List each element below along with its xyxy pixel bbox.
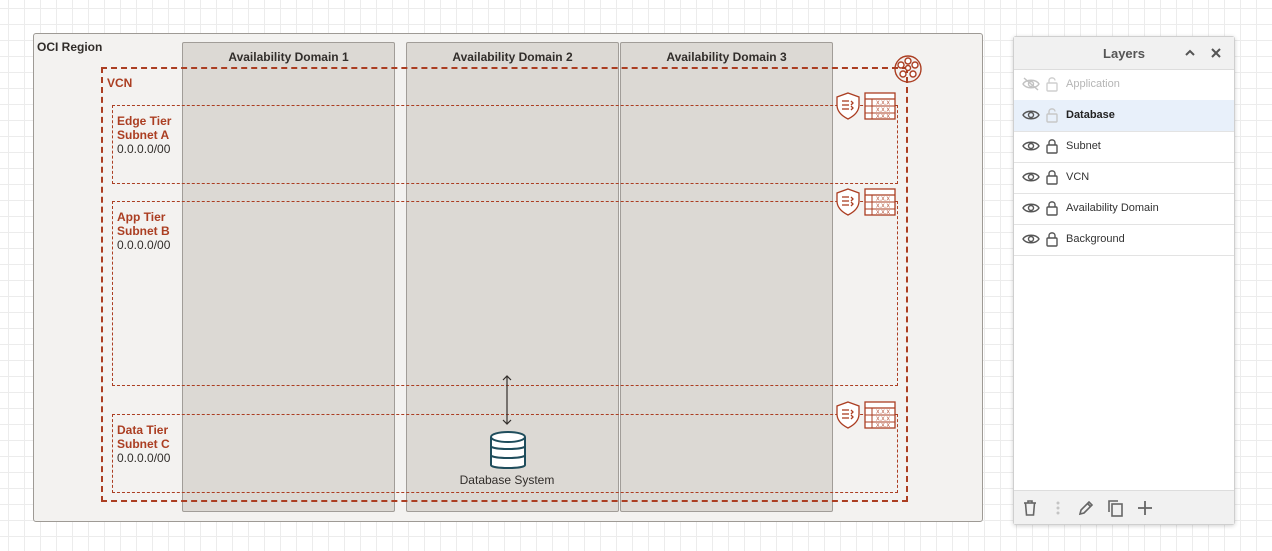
route-table-icon: X.X.X X.X.X X.X.X bbox=[864, 92, 896, 120]
add-icon[interactable] bbox=[1135, 498, 1155, 518]
subnet-name-line2: Subnet C bbox=[117, 437, 170, 451]
edit-icon[interactable] bbox=[1076, 498, 1096, 518]
availability-domain-2-label: Availability Domain 2 bbox=[452, 50, 573, 64]
layers-panel: Layers Application bbox=[1013, 36, 1235, 525]
route-table-text: X.X.X bbox=[876, 410, 890, 416]
availability-domain-3-label: Availability Domain 3 bbox=[666, 50, 787, 64]
availability-domain-1-label: Availability Domain 1 bbox=[228, 50, 349, 64]
subnet-name-line1: Data Tier bbox=[117, 423, 169, 437]
route-table-text: X.X.X bbox=[876, 204, 890, 210]
subnet-data-tier-text: Data Tier Subnet C 0.0.0.0/00 bbox=[117, 423, 170, 465]
subnet-edge-tier[interactable] bbox=[112, 105, 898, 184]
route-table-text: X.X.X bbox=[876, 108, 890, 114]
database-icon[interactable] bbox=[489, 430, 527, 472]
vcn-container[interactable] bbox=[101, 67, 908, 502]
oci-region-label: OCI Region bbox=[37, 40, 103, 54]
availability-domain-3[interactable]: Availability Domain 3 bbox=[620, 42, 833, 512]
subnet-cidr: 0.0.0.0/00 bbox=[117, 142, 171, 156]
route-table-text: X.X.X bbox=[876, 197, 890, 203]
unlock-icon[interactable] bbox=[1045, 76, 1059, 92]
route-table-text: X.X.X bbox=[876, 114, 890, 120]
duplicate-icon[interactable] bbox=[1105, 498, 1125, 518]
layer-row-subnet[interactable]: Subnet bbox=[1014, 131, 1234, 163]
eye-icon[interactable] bbox=[1022, 138, 1040, 154]
vcn-label: VCN bbox=[107, 76, 133, 90]
database-system-label: Database System bbox=[459, 473, 555, 487]
security-list-icon bbox=[836, 188, 860, 216]
close-icon[interactable] bbox=[1208, 45, 1224, 61]
layer-row-background[interactable]: Background bbox=[1014, 224, 1234, 256]
vcn-icon bbox=[893, 54, 923, 84]
bidirectional-arrow-icon[interactable] bbox=[500, 374, 514, 426]
subnet-edge-tier-text: Edge Tier Subnet A 0.0.0.0/00 bbox=[117, 114, 171, 156]
lock-icon[interactable] bbox=[1045, 200, 1059, 216]
subnet-cidr: 0.0.0.0/00 bbox=[117, 238, 171, 252]
layer-row-availability-domain[interactable]: Availability Domain bbox=[1014, 193, 1234, 225]
layer-row-application[interactable]: Application bbox=[1014, 69, 1234, 101]
layer-name: Application bbox=[1066, 78, 1120, 90]
trash-icon[interactable] bbox=[1020, 498, 1040, 518]
collapse-icon[interactable] bbox=[1182, 45, 1198, 61]
subnet-name-line1: Edge Tier bbox=[117, 114, 172, 128]
route-table-text: X.X.X bbox=[876, 101, 890, 107]
more-icon[interactable] bbox=[1048, 498, 1068, 518]
subnet-name-line2: Subnet A bbox=[117, 128, 170, 142]
security-list-icon bbox=[836, 401, 860, 429]
layer-name: VCN bbox=[1066, 171, 1090, 183]
layers-footer bbox=[1014, 490, 1234, 524]
layer-name: Availability Domain bbox=[1066, 202, 1159, 214]
eye-icon[interactable] bbox=[1022, 231, 1040, 247]
security-list-icon bbox=[836, 92, 860, 120]
eye-icon[interactable] bbox=[1022, 107, 1040, 123]
route-table-text: X.X.X bbox=[876, 210, 890, 216]
layer-name: Subnet bbox=[1066, 140, 1101, 152]
layer-row-database[interactable]: Database bbox=[1014, 100, 1234, 132]
subnet-name-line2: Subnet B bbox=[117, 224, 170, 238]
subnet-app-tier-text: App Tier Subnet B 0.0.0.0/00 bbox=[117, 210, 170, 252]
layers-title: Layers bbox=[1103, 46, 1145, 61]
eye-icon[interactable] bbox=[1022, 169, 1040, 185]
subnet-cidr: 0.0.0.0/00 bbox=[117, 451, 171, 465]
layer-row-vcn[interactable]: VCN bbox=[1014, 162, 1234, 194]
route-table-text: X.X.X bbox=[876, 417, 890, 423]
subnet-app-tier[interactable] bbox=[112, 201, 898, 386]
unlock-icon[interactable] bbox=[1045, 107, 1059, 123]
route-table-text: X.X.X bbox=[876, 423, 890, 429]
layers-header: Layers bbox=[1014, 37, 1234, 70]
lock-icon[interactable] bbox=[1045, 231, 1059, 247]
eye-slash-icon[interactable] bbox=[1022, 76, 1040, 92]
layer-name: Background bbox=[1066, 233, 1125, 245]
lock-icon[interactable] bbox=[1045, 169, 1059, 185]
route-table-icon: X.X.X X.X.X X.X.X bbox=[864, 401, 896, 429]
subnet-data-tier[interactable] bbox=[112, 414, 898, 493]
layer-name: Database bbox=[1066, 109, 1115, 121]
availability-domain-1[interactable]: Availability Domain 1 bbox=[182, 42, 395, 512]
lock-icon[interactable] bbox=[1045, 138, 1059, 154]
eye-icon[interactable] bbox=[1022, 200, 1040, 216]
route-table-icon: X.X.X X.X.X X.X.X bbox=[864, 188, 896, 216]
subnet-name-line1: App Tier bbox=[117, 210, 166, 224]
